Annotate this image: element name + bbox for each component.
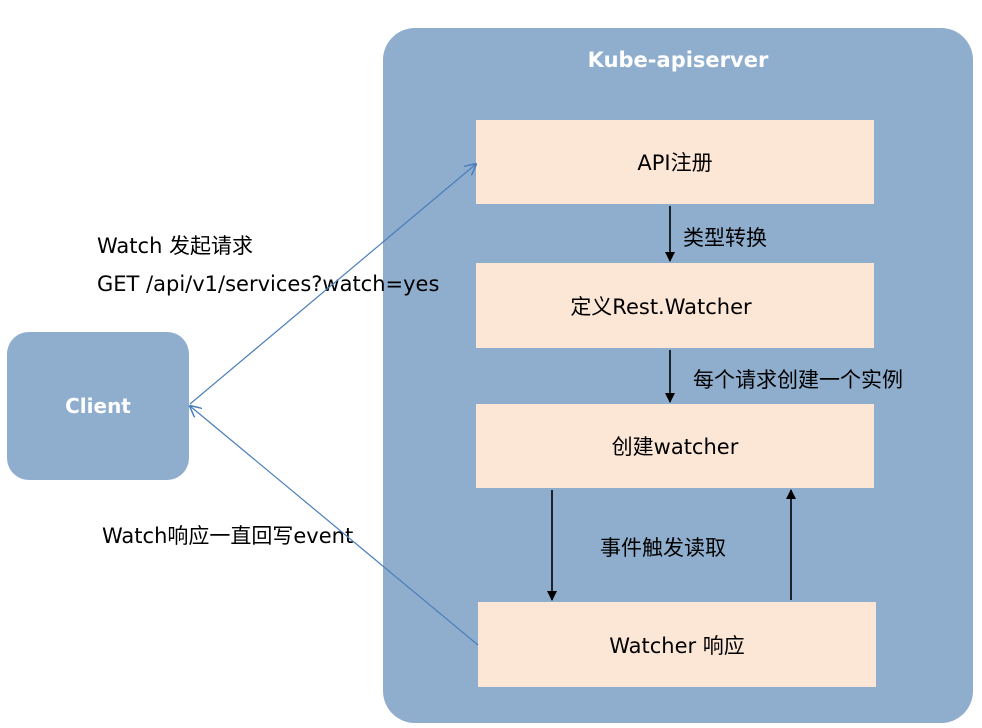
watch-request-url-label: GET /api/v1/services?watch=yes bbox=[97, 272, 440, 296]
watcher-response-label: Watcher 响应 bbox=[609, 633, 745, 658]
api-register-label: API注册 bbox=[637, 151, 713, 175]
watch-request-label: Watch 发起请求 bbox=[97, 234, 254, 258]
type-convert-label: 类型转换 bbox=[683, 226, 767, 250]
client-label: Client bbox=[65, 394, 131, 418]
create-watcher-box: 创建watcher bbox=[476, 404, 874, 488]
per-request-instance-label: 每个请求创建一个实例 bbox=[693, 368, 903, 392]
event-trigger-read-label: 事件触发读取 bbox=[600, 536, 726, 560]
watch-response-label: Watch响应一直回写event bbox=[102, 524, 354, 548]
client-node: Client bbox=[7, 332, 189, 480]
define-rest-watcher-label: 定义Rest.Watcher bbox=[570, 294, 752, 319]
watcher-response-box: Watcher 响应 bbox=[478, 602, 876, 687]
define-rest-watcher-box: 定义Rest.Watcher bbox=[476, 263, 874, 348]
kube-apiserver-title: Kube-apiserver bbox=[587, 48, 769, 72]
arrow-client-to-api bbox=[189, 164, 476, 405]
create-watcher-label: 创建watcher bbox=[611, 435, 739, 459]
api-register-box: API注册 bbox=[476, 120, 874, 204]
arrow-response-to-client bbox=[190, 406, 479, 646]
